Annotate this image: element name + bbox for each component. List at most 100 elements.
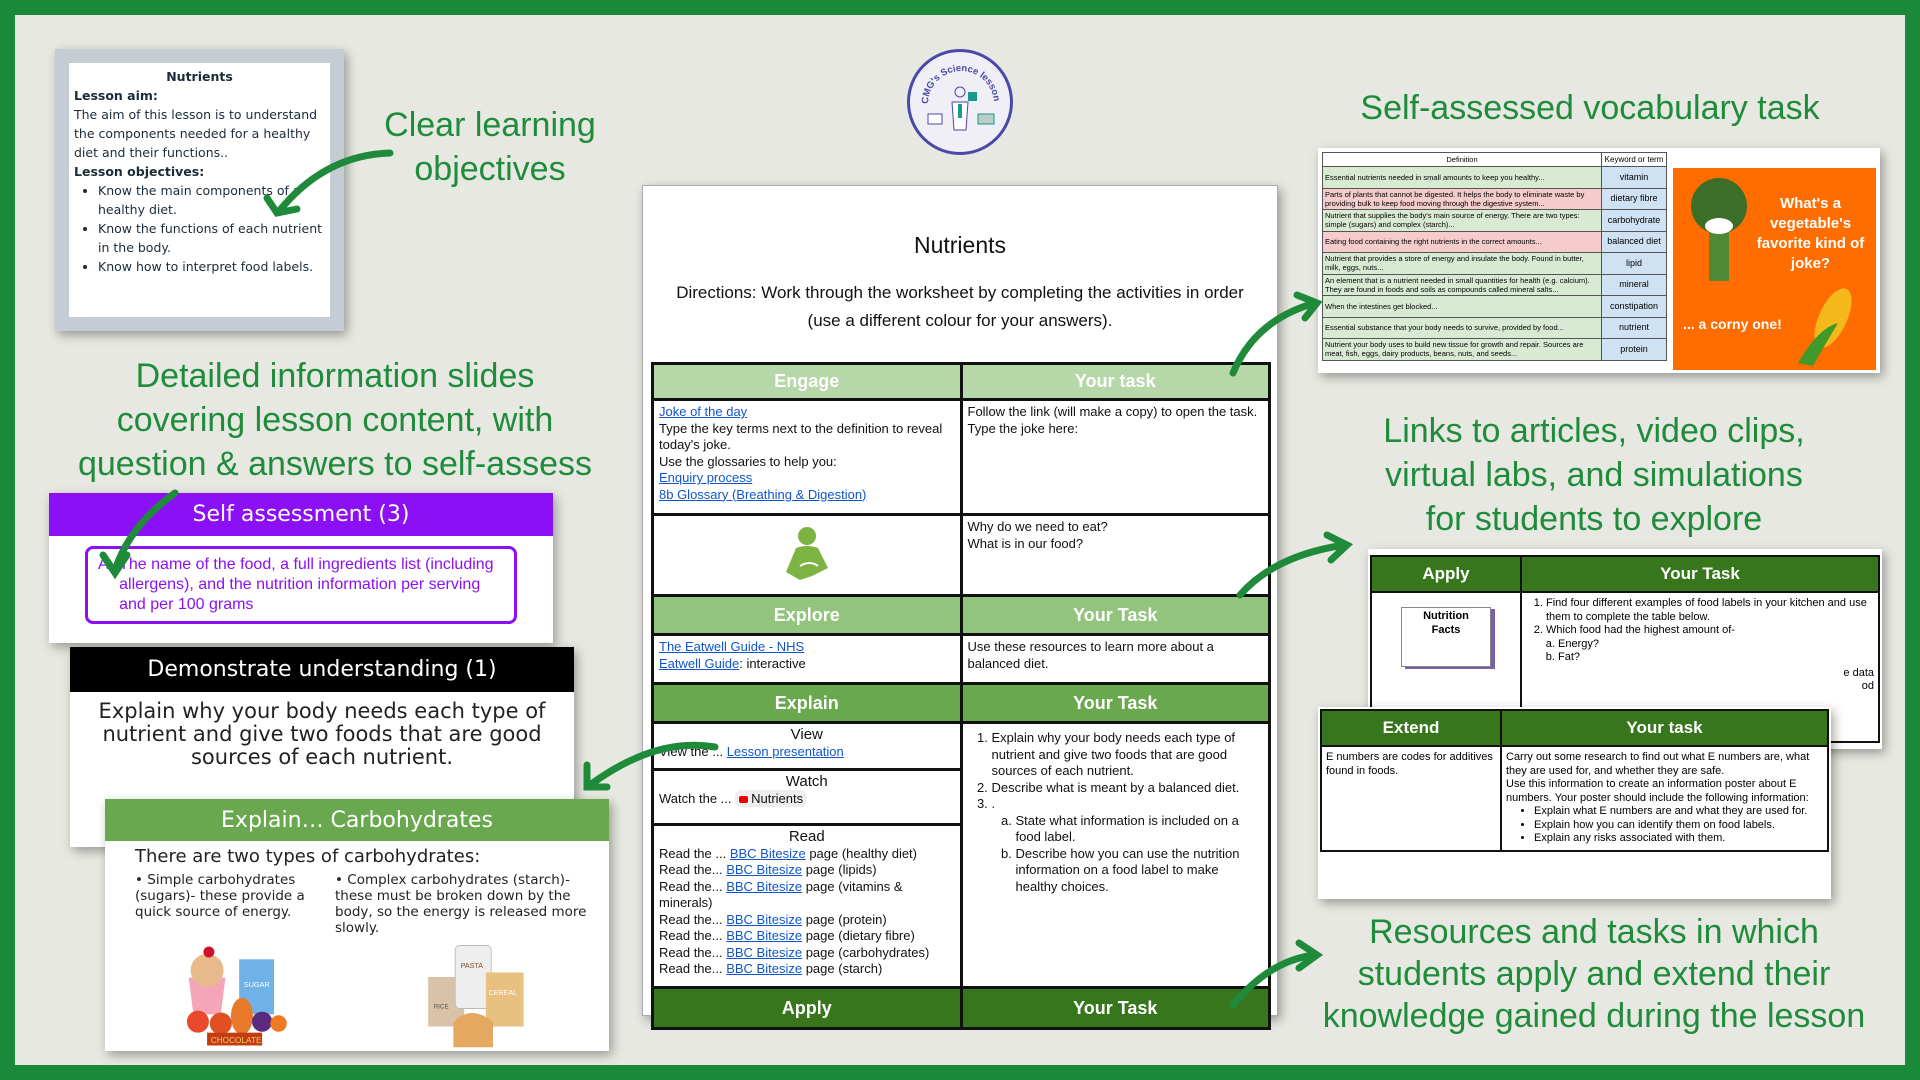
apply-header: Apply [651,986,963,1030]
objectives-label: Lesson objectives: [74,164,205,179]
vocab-term[interactable]: dietary fibre [1601,187,1667,210]
worksheet-title: Nutrients [913,232,1007,258]
joke-answer: ... a corny one! [1683,316,1782,332]
bbc-bitesize-link[interactable]: BBC Bitesize [726,961,803,976]
callout-objectives: Clear learning objectives [345,103,635,191]
vocab-term[interactable]: vitamin [1601,166,1667,189]
read-prefix: Read the... [659,961,727,976]
vocab-definition: Eating food containing the right nutrien… [1322,230,1602,253]
bbc-bitesize-link[interactable]: BBC Bitesize [726,878,803,894]
callout-resources: Resources and tasks in which students ap… [1295,911,1893,1037]
explore-task: Use these resources to learn more about … [959,633,1271,685]
extend-text: Carry out some research to find out what… [1506,751,1810,777]
engage-header: Engage [651,362,963,401]
youtube-icon [739,795,749,803]
vocab-row: Essential substance that your body needs… [1322,316,1667,339]
view-prefix: View the ... [659,743,727,759]
bbc-bitesize-link[interactable]: BBC Bitesize [726,862,803,877]
read-item: Read the... BBC Bitesize page (protein) [659,912,955,929]
img-label: PASTA [461,961,484,970]
apply-slide-task-header: Your Task [1520,555,1880,593]
eatwell-nhs-link[interactable]: The Eatwell Guide - NHS [659,639,805,654]
apply-task-header: Your Task [959,986,1271,1030]
vocab-term[interactable]: nutrient [1601,316,1667,339]
carbs-title: Explain… Carbohydrates [105,799,609,841]
img-label: RICE [434,1004,449,1011]
read-suffix: page (protein) [802,911,887,927]
bbc-bitesize-link[interactable]: BBC Bitesize [726,928,803,943]
objective-item: Know how to interpret food labels. [98,257,325,276]
joke-link[interactable]: Joke of the day [659,404,748,419]
carbs-intro: There are two types of carbohydrates: [135,846,481,867]
video-chip-label: Nutrients [751,790,804,806]
video-chip[interactable]: Nutrients [735,789,808,807]
enquiry-link[interactable]: Enquiry process [659,470,753,485]
read-prefix: Read the... [659,862,727,877]
nutrition-facts-label: Nutrition Facts [1401,607,1491,667]
demonstrate-text: Explain why your body needs each type of… [98,699,546,769]
read-suffix: page (starch) [802,961,883,976]
callout-line: objectives [414,150,566,188]
worksheet-directions: Directions: Work through the worksheet b… [676,283,1244,330]
bbc-bitesize-link[interactable]: BBC Bitesize [726,944,803,960]
watch-heading: Watch [785,773,828,790]
glossary-link[interactable]: 8b Glossary (Breathing & Digestion) [659,486,867,502]
cmg-logo: CMG's Science lessons [907,44,1013,155]
vocab-definition: Nutrient that provides a store of energy… [1322,252,1602,275]
apply-task: Which food had the highest amount of- [1546,624,1874,638]
read-suffix: page (healthy diet) [805,845,917,861]
engage-question: What is in our food? [967,535,1084,551]
vocab-term[interactable]: constipation [1601,295,1667,318]
engage-question: Why do we need to eat? [967,519,1108,534]
vocab-row: Eating food containing the right nutrien… [1322,230,1667,253]
extend-bullet: Explain any risks associated with them. [1534,832,1823,846]
read-prefix: Read the... [659,911,727,927]
self-assessment-title: Self assessment (3) [49,493,553,536]
callout-line: covering lesson content, with [116,401,554,439]
apply-subtask: Energy? [1558,638,1874,652]
vocab-term[interactable]: mineral [1601,273,1667,296]
vocab-row: An element that is a nutrient needed in … [1322,273,1667,296]
read-item: Read the... BBC Bitesize page (starch) [659,961,955,978]
explore-task-header: Your Task [959,594,1271,636]
bbc-bitesize-link[interactable]: BBC Bitesize [729,845,806,861]
engage-text: Use the glossaries to help you: [659,453,837,469]
vocab-term[interactable]: lipid [1601,252,1667,275]
eating-person-icon [785,526,828,580]
vocab-term[interactable]: protein [1601,338,1667,361]
self-assessment-slide: Self assessment (3) A. The name of the f… [49,493,553,643]
apply-slide-header: Apply [1370,555,1522,593]
lesson-presentation-link[interactable]: Lesson presentation [726,743,844,759]
demonstrate-title: Demonstrate understanding (1) [70,647,574,692]
explain-task: Describe what is meant by a balanced die… [992,780,1264,797]
broccoli-icon [1691,178,1747,281]
callout-line: Detailed information slides [135,357,535,395]
vocab-definition: Parts of plants that cannot be digested.… [1322,187,1602,210]
svg-text:CMG's Science lessons: CMG's Science lessons [910,52,1002,104]
callout-line: for students to explore [1425,500,1763,538]
extend-bullet: Explain how you can identify them on foo… [1534,819,1823,833]
bbc-bitesize-link[interactable]: BBC Bitesize [726,911,803,927]
vocab-term[interactable]: carbohydrate [1601,209,1667,232]
callout-line: Clear learning [384,106,596,144]
read-item: Read the... BBC Bitesize page (vitamins … [659,879,955,912]
aim-text: The aim of this lesson is to understand … [74,107,318,160]
read-prefix: Read the... [659,944,727,960]
eatwell-interactive-link[interactable]: Eatwell Guide [659,655,740,671]
read-prefix: Read the... [659,928,727,943]
vocab-term[interactable]: balanced diet [1601,230,1667,253]
read-heading: Read [788,828,825,845]
vocab-definition: When the intestines get blocked... [1322,295,1602,318]
callout-vocab: Self-assessed vocabulary task [1360,89,1820,127]
read-item: Read the... BBC Bitesize page (carbohydr… [659,945,955,962]
extend-header: Extend [1320,709,1502,747]
sugary-foods-image: SUGAR CHOCOLATE [186,946,287,1046]
read-suffix: page (lipids) [802,862,877,877]
extend-bullet: Explain what E numbers are and what they… [1534,805,1823,819]
starchy-foods-image: RICE PASTA CEREAL [428,945,524,1048]
explain-subtask: Describe how you can use the nutrition i… [1016,846,1264,896]
extend-task-header: Your task [1500,709,1829,747]
aim-label: Lesson aim: [74,88,158,103]
